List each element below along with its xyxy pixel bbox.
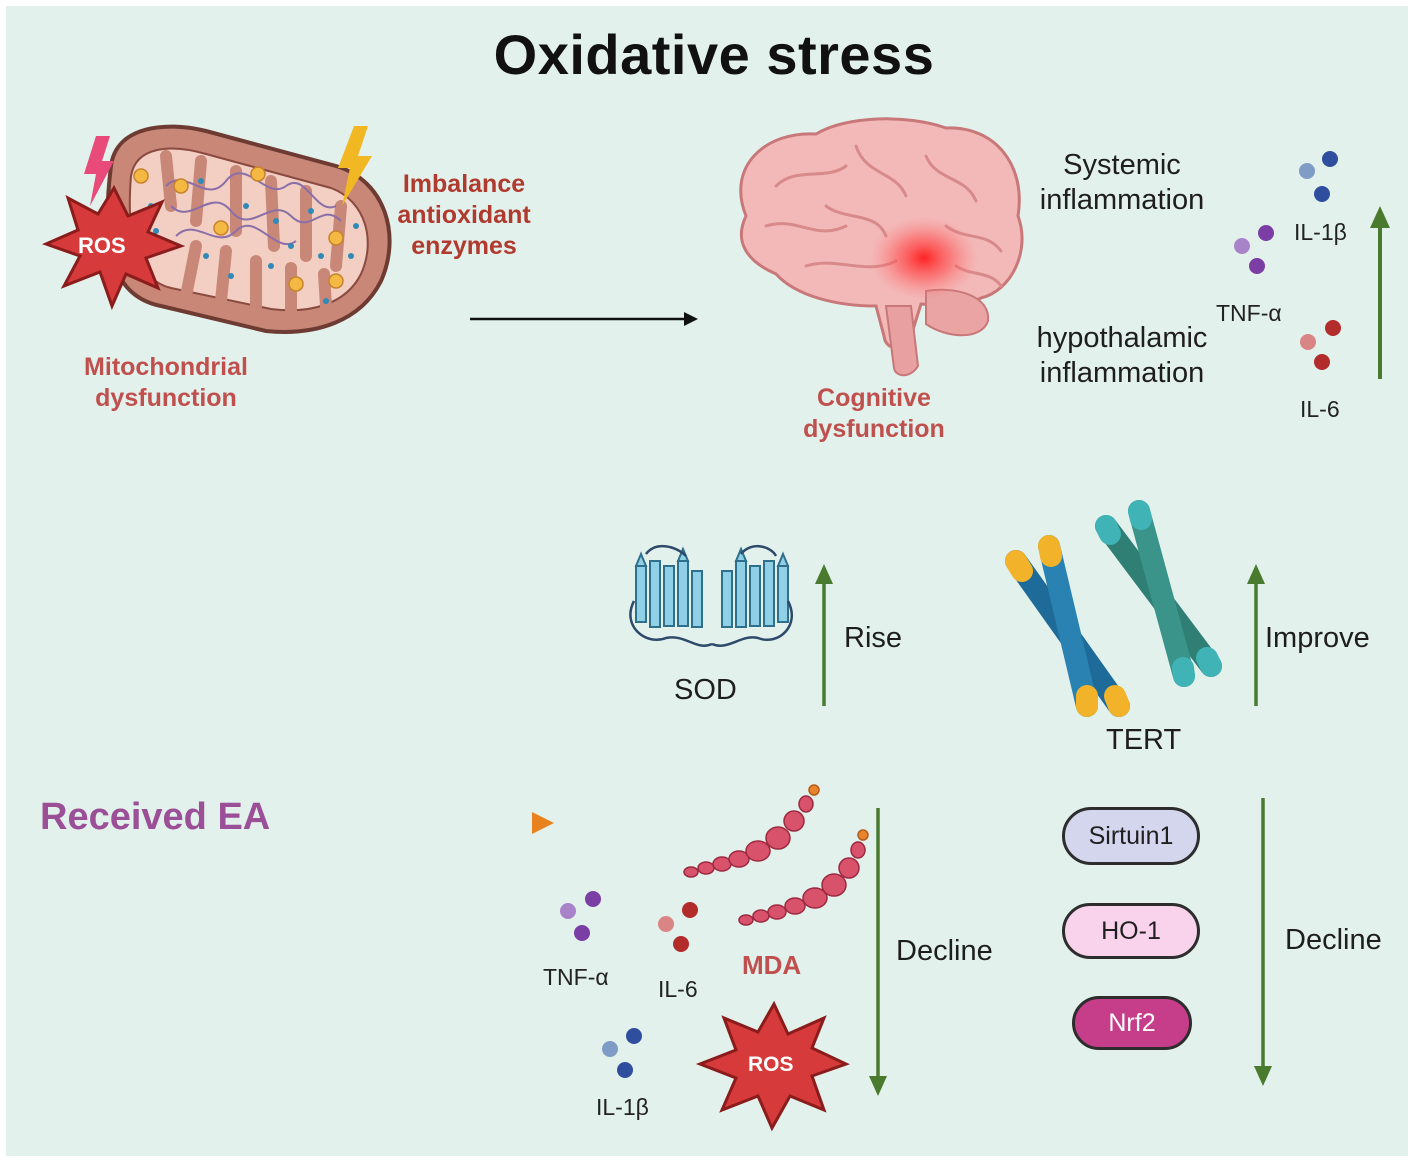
sod-label: SOD (674, 674, 737, 706)
ros-star-bottom-icon (695, 1000, 850, 1132)
tnfa-dot (1249, 258, 1265, 274)
hypothalamic-label: hypothalamic inflammation (1036, 322, 1208, 389)
il6-dot (673, 936, 689, 952)
tnfa-dot (574, 925, 590, 941)
arrow-down-decline-right (1254, 798, 1272, 1086)
il1b-label-top: IL-1β (1294, 219, 1347, 245)
arrow-up-tert (1247, 564, 1265, 706)
chromosome-teal-icon (1095, 500, 1222, 687)
tnfa-dot (585, 891, 601, 907)
tert-label: TERT (1106, 724, 1182, 756)
mitochondrial-label: Mitochondrial dysfunction (84, 353, 248, 412)
il6-label-top: IL-6 (1300, 396, 1340, 422)
improve-label: Improve (1265, 622, 1370, 654)
il6-label-bottom: IL-6 (658, 976, 698, 1002)
il6-dot (1300, 334, 1316, 350)
arrow-up-top-right (1370, 206, 1390, 379)
sirtuin1-pill: Sirtuin1 (1062, 807, 1200, 865)
top-cytokine-dots (1234, 151, 1341, 370)
il1b-dot (602, 1041, 618, 1057)
il6-dot (682, 902, 698, 918)
tnfa-label-top: TNF-α (1216, 300, 1282, 326)
diagram-canvas: Oxidative stress ROS Imbalance antioxida… (6, 6, 1408, 1156)
diagram-title: Oxidative stress (493, 23, 935, 86)
received-ea-label: Received EA (40, 796, 271, 838)
sod-protein-icon (629, 545, 794, 647)
decline-right-label: Decline (1285, 924, 1382, 956)
tnfa-label-bottom: TNF-α (543, 964, 609, 990)
arrow-down-decline-left (869, 808, 887, 1096)
imbalance-label: Imbalance antioxidant enzymes (397, 170, 531, 260)
lightning-pink-icon (84, 136, 114, 206)
ros-label-bottom: ROS (748, 1053, 794, 1076)
tnfa-dot (1258, 225, 1274, 241)
arrow-up-sod (815, 564, 833, 706)
il1b-dot (626, 1028, 642, 1044)
decline-left-label: Decline (896, 935, 993, 967)
arrow-received-ea (336, 812, 554, 834)
ros-label-top: ROS (78, 233, 126, 258)
mda-label: MDA (742, 950, 802, 980)
tnfa-dot (560, 903, 576, 919)
il1b-label-bottom: IL-1β (596, 1094, 649, 1120)
il1b-dot (1322, 151, 1338, 167)
il6-dot (1325, 320, 1341, 336)
ho1-pill: HO-1 (1062, 903, 1200, 959)
nrf2-pill: Nrf2 (1072, 996, 1192, 1050)
tnfa-dot (1234, 238, 1250, 254)
systemic-label: Systemic inflammation (1039, 149, 1205, 216)
il1b-dot (617, 1062, 633, 1078)
arrow-mito-to-brain (470, 312, 698, 326)
chromosome-blue-icon (1005, 535, 1130, 717)
il1b-dot (1299, 163, 1315, 179)
brain-icon (739, 117, 1024, 377)
il6-dot (1314, 354, 1330, 370)
cognitive-label: Cognitive dysfunction (803, 384, 945, 443)
bottom-cytokine-dots (560, 891, 698, 1078)
il6-dot (658, 916, 674, 932)
mda-chain-icon (683, 784, 869, 926)
rise-label: Rise (844, 622, 903, 654)
il1b-dot (1314, 186, 1330, 202)
illustration-layer (41, 117, 1390, 1132)
lightning-yellow-icon (338, 126, 372, 206)
ros-star-icon (41, 184, 186, 311)
